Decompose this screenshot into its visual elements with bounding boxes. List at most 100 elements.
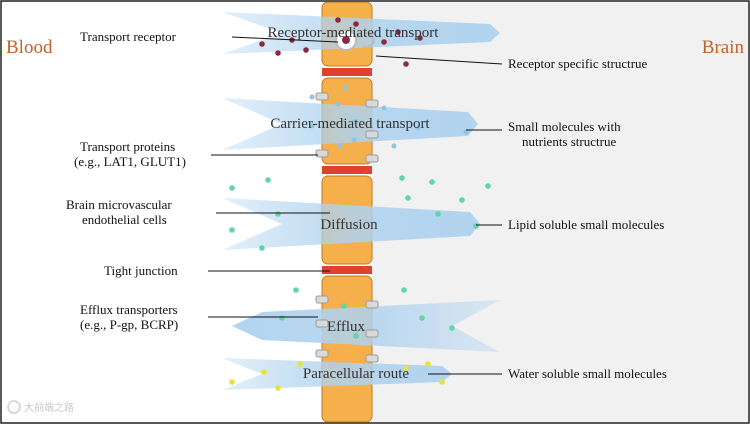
- molecule-dot: [353, 333, 359, 339]
- molecule-dot: [381, 105, 387, 111]
- molecule-dot: [401, 287, 407, 293]
- transporter-proteins: [315, 92, 379, 363]
- label-lipid-soluble: Lipid soluble small molecules: [508, 217, 664, 232]
- receptor-cup-icon: [362, 32, 375, 48]
- molecule-dot: [425, 361, 431, 367]
- molecule-dot: [419, 315, 425, 321]
- molecule-dot: [351, 119, 357, 125]
- transporter-icon: [365, 154, 379, 163]
- efflux-transporter-icon: [315, 295, 329, 304]
- transport-arrows: [222, 12, 500, 390]
- right-leader-lines: [375, 55, 503, 375]
- transporter-icon: [315, 92, 329, 101]
- molecule-dot: [381, 39, 387, 45]
- tight-junction-band: [322, 266, 372, 274]
- molecule-dot: [415, 125, 421, 131]
- efflux-arrow: [232, 300, 500, 352]
- molecule-dot: [449, 325, 455, 331]
- molecule-dot: [337, 143, 343, 149]
- diffusion-arrow: [222, 198, 480, 250]
- molecule-dot: [335, 101, 341, 107]
- label-transport-receptor: Transport receptor: [80, 29, 177, 44]
- molecule-dot: [261, 369, 267, 375]
- efflux-transporter-icon: [365, 354, 379, 363]
- molecule-dot: [459, 197, 465, 203]
- molecule-dot: [403, 365, 409, 371]
- label-efflux-transporters-examples: (e.g., P-gp, BCRP): [80, 317, 178, 332]
- label-efflux-transporters: Efflux transporters: [80, 302, 178, 317]
- watermark-text: 大前端之路: [24, 401, 74, 414]
- leader-line: [375, 55, 503, 65]
- efflux-transporter-icon: [315, 349, 329, 358]
- molecule-dot: [435, 211, 441, 217]
- blood-label: Blood: [6, 37, 53, 58]
- molecule-dot: [341, 303, 347, 309]
- transport-receptor: [335, 29, 375, 51]
- molecule-dot: [229, 185, 235, 191]
- molecule-dot: [259, 245, 265, 251]
- molecule-dot: [229, 227, 235, 233]
- route-label-carrier: Carrier-mediated transport: [270, 116, 430, 132]
- molecule-dot: [275, 211, 281, 217]
- route-label-efflux: Efflux: [327, 319, 366, 335]
- molecule-dot: [309, 94, 315, 100]
- molecule-dot: [297, 361, 303, 367]
- label-transport-proteins-examples: (e.g., LAT1, GLUT1): [74, 154, 186, 169]
- route-label-diffusion: Diffusion: [320, 217, 378, 233]
- lipid-dots: [229, 175, 491, 339]
- molecule-dot: [309, 123, 315, 129]
- tight-junction-band: [322, 68, 372, 76]
- watermark-logo-icon: [7, 400, 21, 414]
- route-label-paracellular: Paracellular route: [303, 366, 410, 382]
- left-leader-lines: [208, 36, 339, 318]
- receptor-arrow: [222, 12, 500, 54]
- molecule-dot: [275, 385, 281, 391]
- watermark: 大前端之路: [7, 400, 74, 414]
- label-small-molecules-line2: nutrients structrue: [522, 134, 616, 149]
- molecule-dot: [429, 179, 435, 185]
- molecule-dot: [405, 195, 411, 201]
- transporter-icon: [315, 149, 329, 158]
- molecule-dot: [417, 35, 423, 41]
- transporter-icon: [365, 130, 379, 139]
- nutrient-dots: [309, 85, 469, 149]
- carrier-arrow: [222, 98, 478, 150]
- molecule-dot: [473, 223, 479, 229]
- molecule-dot: [439, 379, 445, 385]
- molecule-dot: [265, 177, 271, 183]
- label-receptor-specific: Receptor specific structrue: [508, 56, 648, 71]
- molecule-dot: [391, 143, 397, 149]
- molecule-dot: [259, 41, 265, 47]
- efflux-transporter-icon: [365, 329, 379, 338]
- route-label-receptor: Receptor-mediated transport: [268, 25, 440, 41]
- label-small-molecules: Small molecules with: [508, 119, 621, 134]
- molecule-dot: [229, 379, 235, 385]
- molecule-dot: [399, 175, 405, 181]
- molecule-dot: [335, 17, 341, 23]
- endothelial-cell: [321, 275, 373, 423]
- label-tight-junction: Tight junction: [104, 263, 178, 278]
- molecule-dot: [395, 29, 401, 35]
- water-dots: [229, 361, 445, 391]
- leader-line: [231, 36, 339, 43]
- brain-label: Brain: [702, 37, 745, 58]
- molecule-dot: [279, 315, 285, 321]
- molecule-dot: [351, 137, 357, 143]
- paracellular-arrow: [222, 358, 452, 390]
- receptor-ligand-dot: [342, 36, 350, 44]
- molecule-dot: [403, 61, 409, 67]
- molecule-dot: [485, 183, 491, 189]
- molecule-dot: [463, 129, 469, 135]
- label-water-soluble: Water soluble small molecules: [508, 366, 667, 381]
- label-endothelial-cells-line2: endothelial cells: [82, 212, 167, 227]
- molecule-dot: [303, 47, 309, 53]
- tight-junction-band: [322, 166, 372, 174]
- receptor-ligand-dots: [259, 17, 423, 67]
- molecule-dot: [353, 21, 359, 27]
- label-transport-proteins: Transport proteins: [80, 139, 175, 154]
- efflux-transporter-icon: [365, 300, 379, 309]
- transporter-icon: [365, 99, 379, 108]
- label-endothelial-cells: Brain microvascular: [66, 197, 172, 212]
